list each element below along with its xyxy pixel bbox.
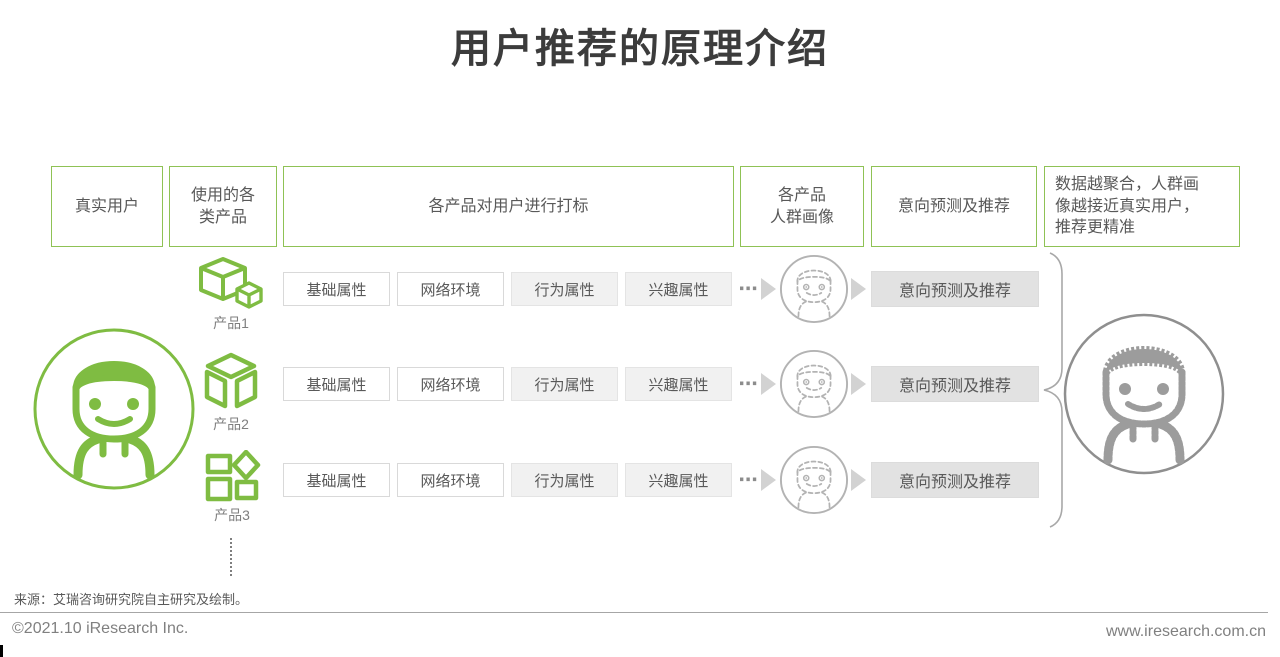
attr-box-network: 网络环境 <box>397 272 504 306</box>
arrow-right-icon <box>851 278 866 300</box>
arrow-right-icon <box>761 469 776 491</box>
action-box-intent-2: 意向预测及推荐 <box>871 366 1039 402</box>
action-box-intent-3: 意向预测及推荐 <box>871 462 1039 498</box>
ellipsis-row-1: ⋯ <box>738 278 758 300</box>
persona-avatar-icon-2 <box>779 349 849 419</box>
source-note: 来源：艾瑞咨询研究院自主研究及绘制。 <box>14 592 249 607</box>
persona-avatar-icon-1 <box>779 254 849 324</box>
arrow-right-icon <box>851 373 866 395</box>
action-box-intent-1: 意向预测及推荐 <box>871 271 1039 307</box>
product-1-label: 产品1 <box>213 315 249 331</box>
attr-box-interest: 兴趣属性 <box>625 463 732 497</box>
product-2-label: 产品2 <box>213 416 249 432</box>
header-col-real-user: 真实用户 <box>51 166 163 247</box>
product-1-double-cube-icon <box>196 256 266 312</box>
aggregate-user-avatar-icon <box>1062 312 1226 476</box>
attr-box-basic: 基础属性 <box>283 272 390 306</box>
header-col-portrait: 各产品 人群画像 <box>740 166 864 247</box>
corner-mark <box>0 645 3 657</box>
ellipsis-row-2: ⋯ <box>738 373 758 395</box>
more-products-ellipsis <box>230 538 232 576</box>
attr-box-behavior: 行为属性 <box>511 272 618 306</box>
attr-box-behavior: 行为属性 <box>511 367 618 401</box>
real-user-avatar-icon <box>32 327 196 491</box>
attr-box-network: 网络环境 <box>397 463 504 497</box>
attr-box-interest: 兴趣属性 <box>625 272 732 306</box>
attr-box-interest: 兴趣属性 <box>625 367 732 401</box>
arrow-right-icon <box>761 373 776 395</box>
header-col-intent: 意向预测及推荐 <box>871 166 1037 247</box>
header-col-note: 数据越聚合，人群画 像越接近真实用户， 推荐更精准 <box>1044 166 1240 247</box>
persona-avatar-icon-3 <box>779 445 849 515</box>
footer-divider <box>0 612 1268 613</box>
product-2-cube-icon <box>198 352 264 414</box>
ellipsis-row-3: ⋯ <box>738 469 758 491</box>
curly-brace <box>1038 250 1068 532</box>
arrow-right-icon <box>761 278 776 300</box>
header-col-products-used: 使用的各 类产品 <box>169 166 277 247</box>
attr-box-behavior: 行为属性 <box>511 463 618 497</box>
attr-box-basic: 基础属性 <box>283 367 390 401</box>
copyright-text: ©2021.10 iResearch Inc. <box>12 620 189 637</box>
page-title: 用户推荐的原理介绍 <box>451 27 829 71</box>
product-3-label: 产品3 <box>214 507 250 523</box>
arrow-right-icon <box>851 469 866 491</box>
website-text: www.iresearch.com.cn <box>1105 623 1266 640</box>
attr-box-basic: 基础属性 <box>283 463 390 497</box>
product-3-app-grid-icon <box>203 450 261 504</box>
header-col-tagging: 各产品对用户进行打标 <box>283 166 734 247</box>
attr-box-network: 网络环境 <box>397 367 504 401</box>
